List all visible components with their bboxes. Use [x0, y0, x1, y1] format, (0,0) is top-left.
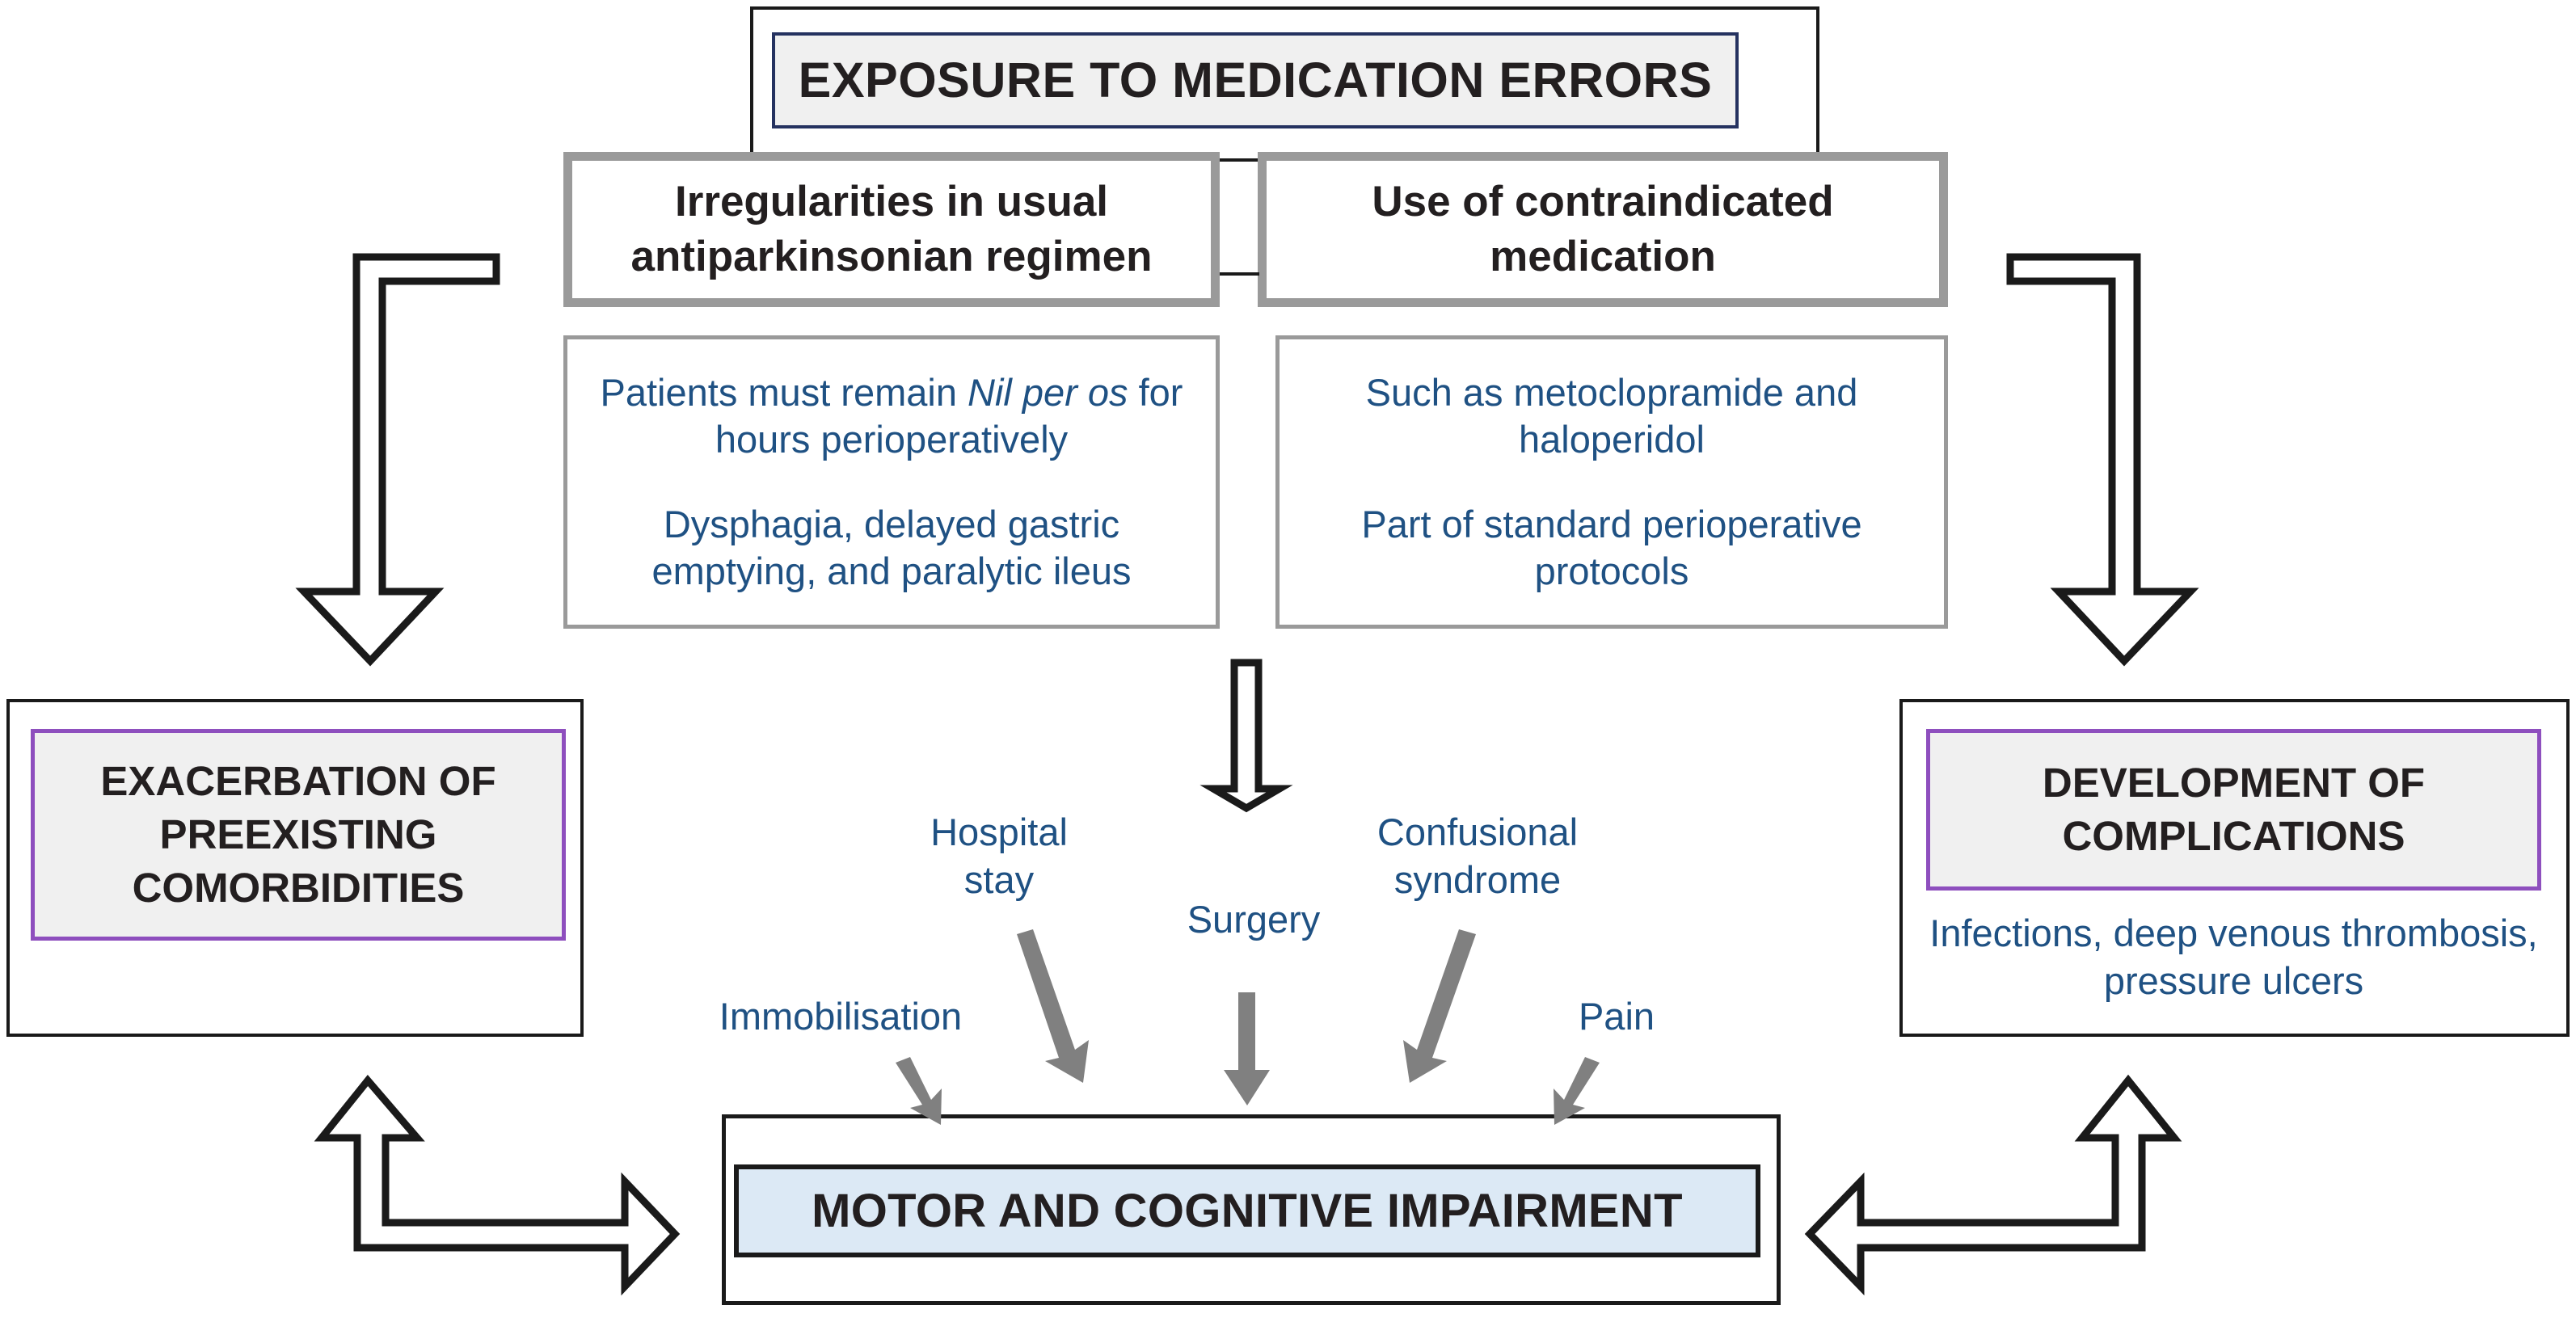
risk-label-immobilisation: Immobilisation	[719, 995, 963, 1038]
elbow-arrow-bottom-left	[314, 1074, 681, 1296]
risk-arrow-surgery	[1224, 992, 1270, 1105]
detail-box-contraindicated: Such as metoclopramide and haloperidol P…	[1275, 335, 1948, 629]
detail-text-dysphagia: Dysphagia, delayed gastric emptying, and…	[651, 502, 1132, 592]
elbow-arrow-bottom-right	[1804, 1074, 2182, 1296]
detail-text-protocols: Part of standard perioperative protocols	[1361, 502, 1862, 592]
outcome-inner-comorbidities: EXACERBATION OF PREEXISTING COMORBIDITIE…	[31, 729, 566, 941]
elbow-arrow-left-down	[295, 253, 500, 667]
outcome-subtext-complications: Infections, deep venous thrombosis, pres…	[1929, 912, 2538, 1003]
risk-arrow-confusional-syndrome	[1403, 929, 1476, 1083]
risk-label-confusional-syndrome: Confusional syndrome	[1377, 811, 1579, 902]
subheader-connector-line	[1220, 272, 1259, 276]
detail-npo-suffix: for hours perioperatively	[715, 370, 1183, 461]
exposure-title-label: EXPOSURE TO MEDICATION ERRORS	[798, 53, 1713, 108]
detail-npo-italic: Nil per os	[968, 370, 1128, 414]
outcome-label-complications: DEVELOPMENT OF COMPLICATIONS	[2042, 759, 2426, 859]
risk-label-pain: Pain	[1578, 995, 1655, 1038]
risk-label-surgery: Surgery	[1187, 898, 1321, 941]
risk-arrows	[896, 929, 1600, 1125]
subheader-box-contraindicated: Use of contraindicated medication	[1258, 152, 1948, 307]
impairment-box-inner: MOTOR AND COGNITIVE IMPAIRMENT	[734, 1164, 1760, 1257]
subheader-label-irregularities: Irregularities in usual antiparkinsonian…	[630, 178, 1153, 280]
detail-text-drugs: Such as metoclopramide and haloperidol	[1365, 370, 1858, 461]
exposure-title-box: EXPOSURE TO MEDICATION ERRORS	[772, 32, 1739, 128]
subheader-label-contraindicated: Use of contraindicated medication	[1372, 178, 1834, 280]
risk-arrow-hospital-stay	[1017, 929, 1089, 1083]
subheader-box-irregularities: Irregularities in usual antiparkinsonian…	[563, 152, 1220, 307]
risk-label-hospital-stay: Hospital stay	[930, 811, 1068, 902]
elbow-arrow-right-down	[2006, 253, 2199, 667]
detail-box-irregularities: Patients must remain Nil per os for hour…	[563, 335, 1220, 629]
outcome-inner-complications: DEVELOPMENT OF COMPLICATIONS	[1926, 729, 2541, 891]
outcome-label-comorbidities: EXACERBATION OF PREEXISTING COMORBIDITIE…	[100, 757, 496, 912]
impairment-label: MOTOR AND COGNITIVE IMPAIRMENT	[812, 1185, 1683, 1237]
detail-text-npo: Patients must remain Nil per os for hour…	[585, 369, 1198, 464]
detail-npo-prefix: Patients must remain	[600, 370, 968, 414]
center-down-arrow	[1199, 659, 1293, 813]
